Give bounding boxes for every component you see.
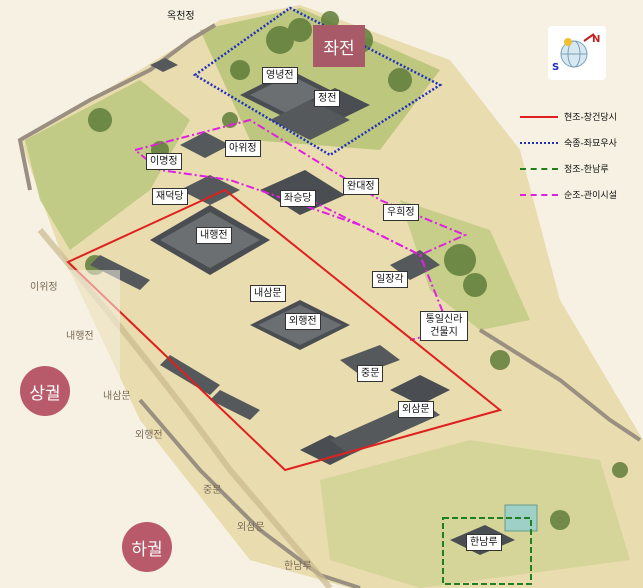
overlay-hyeonjo — [66, 188, 503, 472]
compass: N S — [548, 26, 606, 80]
side-label-jungmun: 중문 — [203, 485, 222, 496]
side-label-iwijeong: 이위정 — [30, 282, 58, 293]
legend-swatch — [520, 194, 558, 196]
overlay-sunjo — [134, 118, 468, 257]
outer-wall — [17, 23, 217, 191]
label-naesammun: 내삼문 — [250, 285, 286, 302]
label-naehaengjeon: 내행전 — [196, 227, 232, 244]
label-yeongnyeongjeon: 영녕전 — [262, 67, 298, 84]
badge-sanggwol: 상궐 — [20, 366, 70, 416]
label-oehaengjeon: 외행전 — [285, 313, 321, 330]
label-tongil-silla: 통일신라 건물지 — [420, 311, 468, 341]
compass-s: S — [552, 62, 560, 73]
side-label-oehaengjeon: 외행전 — [135, 430, 163, 441]
legend-item-sunjo: 순조-관이시설 — [520, 188, 640, 202]
outer-wall-south — [138, 398, 361, 588]
overlay-sukjong — [192, 6, 443, 157]
grass-area-left — [25, 80, 190, 250]
legend-swatch — [520, 116, 558, 118]
outer-wall-east — [478, 328, 642, 442]
side-label-naesammun: 내삼문 — [103, 391, 131, 402]
label-okcheonjeong: 옥천정 — [167, 11, 195, 22]
label-uhuijeong: 우희정 — [383, 204, 419, 221]
badge-hagwol: 하궐 — [122, 522, 172, 572]
legend-swatch — [520, 142, 558, 144]
label-jaedeokdang: 재덕당 — [152, 188, 188, 205]
label-jwaseungdang: 좌승당 — [280, 190, 316, 207]
overlay-jeongjo — [442, 517, 532, 585]
legend-item-sukjong: 숙종-좌묘우사 — [520, 136, 640, 150]
compass-icon — [560, 33, 595, 68]
legend-label: 숙종-좌묘우사 — [564, 139, 617, 149]
side-label-naehaengjeon: 내행전 — [66, 331, 94, 342]
side-label-oesammun: 외삼문 — [237, 522, 265, 533]
legend-label: 현조-창건당시 — [564, 113, 617, 123]
legend-swatch — [520, 168, 558, 170]
label-hannamnu: 한남루 — [466, 534, 502, 551]
side-label-hannamnu: 한남루 — [284, 561, 312, 572]
legend-label: 순조-관이시설 — [564, 191, 617, 201]
label-imyeongjeong: 이명정 — [146, 153, 182, 170]
legend-item-jeongjo: 정조-한남루 — [520, 162, 640, 176]
label-oesammun: 외삼문 — [398, 401, 434, 418]
grass-area-bottom — [320, 440, 630, 588]
label-jungmun: 중문 — [357, 365, 384, 382]
label-awijeong: 아위정 — [225, 140, 261, 157]
compass-n: N — [592, 34, 601, 45]
badge-jwajeon: 좌전 — [313, 25, 365, 67]
label-wandaejeong: 완대정 — [343, 178, 379, 195]
legend-item-hyeonjo: 현조-창건당시 — [520, 110, 640, 124]
legend-label: 정조-한남루 — [564, 165, 609, 175]
label-jeongjeon: 정전 — [314, 90, 341, 107]
left-fade — [0, 270, 120, 588]
label-iljeonggak: 일장각 — [372, 271, 408, 288]
